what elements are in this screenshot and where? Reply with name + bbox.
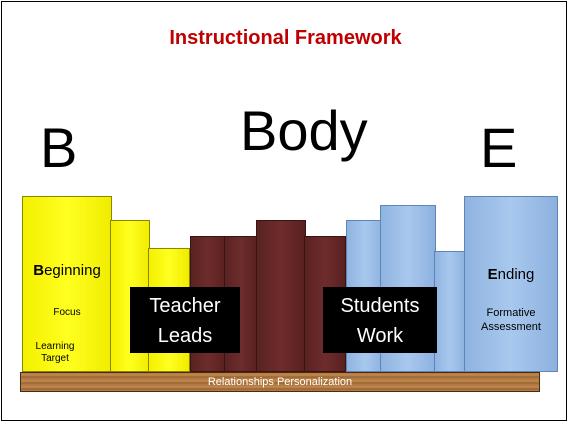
students-line1: Students	[340, 295, 420, 317]
beginning-target: Learning Target	[35, 341, 75, 364]
beginning-rest: eginning	[44, 262, 101, 279]
ending-label: Ending	[464, 266, 558, 283]
book-ending	[464, 196, 558, 372]
bookshelf: Relationships Personalization	[20, 372, 540, 392]
beginning-label: Beginning	[22, 262, 112, 279]
students-line2: Work	[356, 325, 404, 347]
beginning-initial: B	[33, 262, 45, 279]
teacher-line2: Leads	[157, 325, 213, 347]
letter-b: B	[40, 116, 78, 179]
shelf-label: Relationships Personalization	[207, 376, 353, 388]
book-beginning	[22, 196, 112, 372]
students-work-box: Students Work	[323, 287, 437, 353]
book-brown-3	[256, 220, 306, 372]
ending-assessment: Formative Assessment	[481, 307, 541, 333]
ending-initial: E	[487, 266, 498, 283]
page-title: Instructional Framework	[169, 27, 402, 49]
book-blue-3	[434, 251, 466, 372]
letter-body: Body	[240, 99, 368, 162]
teacher-leads-box: Teacher Leads	[130, 287, 240, 353]
teacher-line1: Teacher	[149, 295, 221, 317]
ending-rest: nding	[497, 266, 535, 283]
beginning-focus: Focus	[53, 307, 81, 318]
letter-e: E	[480, 116, 518, 179]
